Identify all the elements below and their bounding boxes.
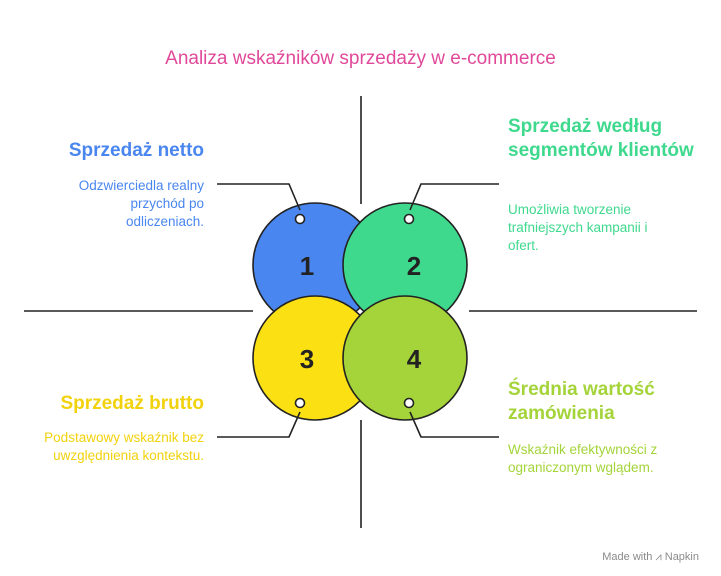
section-1-description: Odzwierciedla realny przychód po odlicze… — [78, 178, 204, 229]
brand-label: Napkin — [664, 551, 699, 563]
circle-number-3: 3 — [300, 344, 314, 374]
footer: Made with ⩘ Napkin — [602, 551, 699, 564]
connector-2 — [409, 183, 499, 211]
connector-4 — [409, 411, 499, 438]
connector-3 — [217, 411, 301, 438]
section-1-heading: Sprzedaż netto — [68, 140, 204, 161]
connector-dot-1 — [294, 213, 306, 225]
connector-dot-2 — [403, 213, 415, 225]
section-4-heading: Średnia wartość zamówienia — [508, 379, 655, 424]
section-2-heading: Sprzedaż według segmentów klientów — [508, 116, 694, 161]
napkin-logo-icon: ⩘ — [655, 551, 662, 563]
section-4-description: Wskaźnik efektywności z ograniczonym wgl… — [508, 442, 658, 475]
section-3-heading: Sprzedaż brutto — [60, 393, 204, 414]
diagram-title: Analiza wskaźników sprzedaży w e-commerc… — [165, 48, 556, 69]
made-with-label: Made with — [602, 551, 653, 563]
circle-number-1: 1 — [300, 251, 314, 281]
connector-1 — [217, 183, 301, 211]
connector-dot-4 — [403, 397, 415, 409]
section-3-description: Podstawowy wskaźnik bez uwzględnienia ko… — [44, 430, 204, 463]
section-2-description: Umożliwia tworzenie trafniejszych kampan… — [508, 202, 648, 253]
circle-number-2: 2 — [407, 251, 421, 281]
circle-4 — [342, 295, 468, 421]
connector-dot-3 — [294, 397, 306, 409]
circle-number-4: 4 — [407, 344, 422, 374]
